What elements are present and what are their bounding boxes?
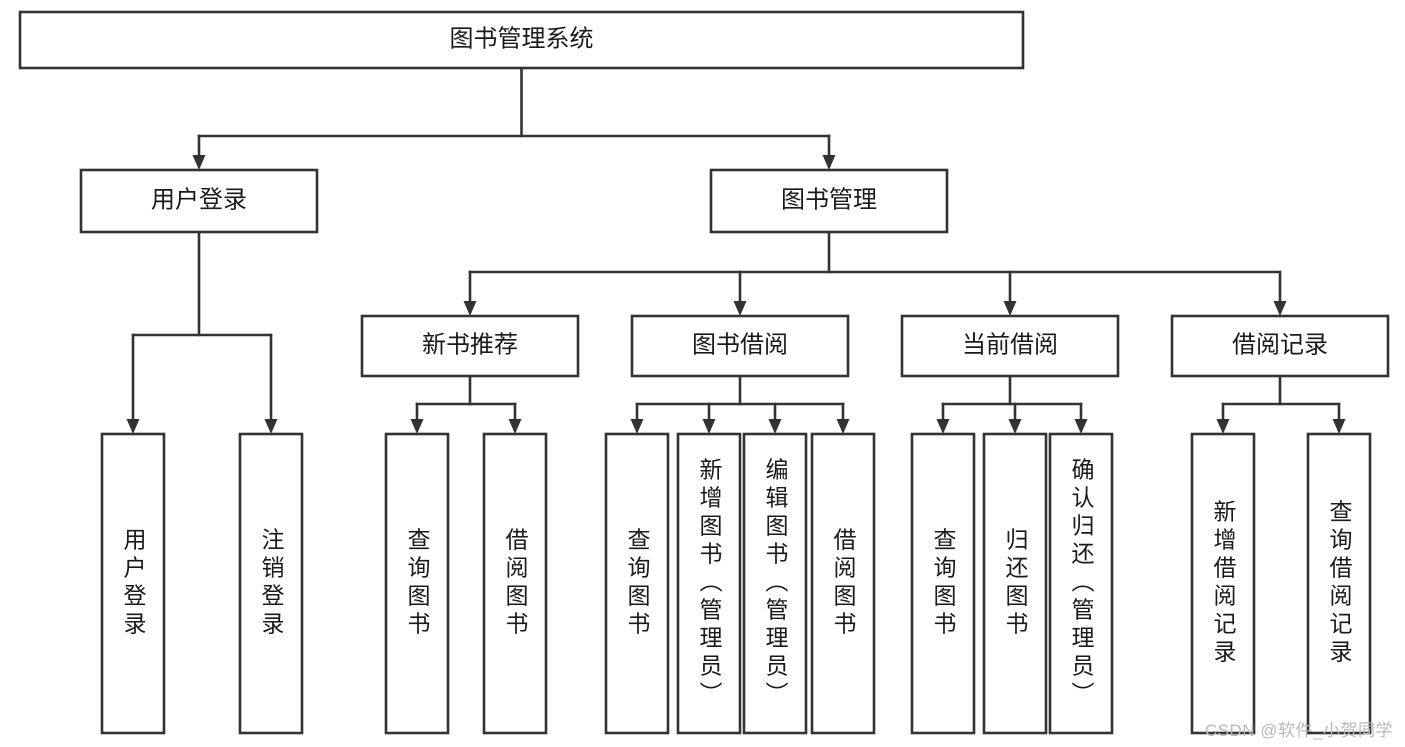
node-leaf_6[interactable]: 编辑图书（管理员）	[742, 432, 808, 735]
node-box	[360, 314, 580, 378]
node-l2_3[interactable]: 借阅记录	[1170, 314, 1390, 378]
node-l1_1[interactable]: 图书管理	[709, 168, 949, 234]
edge-group-l2_2	[936, 374, 1088, 434]
node-label: 借阅图书	[502, 528, 529, 640]
node-box	[1190, 432, 1256, 735]
node-leaf_3[interactable]: 借阅图书	[482, 432, 548, 735]
node-label: 查询图书	[404, 528, 431, 640]
node-leaf_1[interactable]: 注销登录	[238, 432, 304, 735]
arrow-head-icon	[126, 419, 140, 434]
node-label: 用户登录	[151, 186, 247, 213]
arrow-head-icon	[463, 301, 477, 316]
node-box	[79, 168, 319, 234]
edge-group-l1_1	[463, 230, 1287, 316]
node-label: 查询图书	[624, 528, 651, 640]
node-box	[676, 432, 742, 735]
node-leaf_9[interactable]: 归还图书	[982, 432, 1048, 735]
edge-layer	[126, 66, 1346, 434]
node-box	[742, 432, 808, 735]
arrow-head-icon	[1332, 419, 1346, 434]
node-leaf_8[interactable]: 查询图书	[910, 432, 976, 735]
node-l1_0[interactable]: 用户登录	[79, 168, 319, 234]
node-box	[482, 432, 548, 735]
node-box	[384, 432, 450, 735]
node-label: 查询图书	[930, 528, 957, 640]
node-l2_0[interactable]: 新书推荐	[360, 314, 580, 378]
arrow-head-icon	[702, 419, 716, 434]
arrow-head-icon	[192, 155, 206, 170]
arrow-head-icon	[1273, 301, 1287, 316]
node-leaf_2[interactable]: 查询图书	[384, 432, 450, 735]
node-label: 图书借阅	[692, 331, 788, 358]
node-root[interactable]: 图书管理系统	[18, 10, 1025, 70]
node-label: 图书管理	[781, 186, 877, 213]
arrow-head-icon	[264, 419, 278, 434]
node-box	[1306, 432, 1372, 735]
node-box	[100, 432, 166, 735]
node-leaf_7[interactable]: 借阅图书	[810, 432, 876, 735]
arrow-head-icon	[822, 155, 836, 170]
node-box	[604, 432, 670, 735]
node-l2_2[interactable]: 当前借阅	[900, 314, 1120, 378]
arrow-head-icon	[1074, 419, 1088, 434]
edge-group-l2_0	[410, 374, 522, 434]
edge-group-root	[192, 66, 836, 170]
node-leaf_0[interactable]: 用户登录	[100, 432, 166, 735]
arrow-head-icon	[410, 419, 424, 434]
node-label: 归还图书	[1002, 528, 1029, 640]
node-leaf_5[interactable]: 新增图书（管理员）	[676, 432, 742, 735]
node-leaf_12[interactable]: 查询借阅记录	[1306, 432, 1372, 735]
node-label: 编辑图书（管理员）	[762, 458, 789, 710]
arrow-head-icon	[1216, 419, 1230, 434]
node-box	[238, 432, 304, 735]
node-box	[709, 168, 949, 234]
node-label: 新增借阅记录	[1210, 500, 1237, 668]
node-label: 注销登录	[258, 528, 285, 640]
node-label: 新书推荐	[422, 331, 518, 358]
arrow-head-icon	[1008, 419, 1022, 434]
node-label: 当前借阅	[962, 331, 1058, 358]
node-label: 确认归还（管理员）	[1068, 458, 1095, 710]
arrow-head-icon	[733, 301, 747, 316]
node-box	[982, 432, 1048, 735]
edge-group-l2_3	[1216, 374, 1346, 434]
node-box	[900, 314, 1120, 378]
node-box	[810, 432, 876, 735]
node-label: 借阅记录	[1232, 331, 1328, 358]
node-l2_1[interactable]: 图书借阅	[630, 314, 850, 378]
node-box	[1170, 314, 1390, 378]
node-box	[630, 314, 850, 378]
node-leaf_11[interactable]: 新增借阅记录	[1190, 432, 1256, 735]
arrow-head-icon	[836, 419, 850, 434]
node-layer: 图书管理系统用户登录图书管理新书推荐图书借阅当前借阅借阅记录用户登录注销登录查询…	[18, 10, 1390, 735]
node-box	[1048, 432, 1114, 735]
node-label: 新增图书（管理员）	[696, 458, 723, 710]
node-leaf_10[interactable]: 确认归还（管理员）	[1048, 432, 1114, 735]
arrow-head-icon	[508, 419, 522, 434]
arrow-head-icon	[630, 419, 644, 434]
edge-group-l2_1	[630, 374, 850, 434]
node-leaf_4[interactable]: 查询图书	[604, 432, 670, 735]
node-label: 用户登录	[120, 528, 147, 640]
arrow-head-icon	[936, 419, 950, 434]
node-label: 借阅图书	[830, 528, 857, 640]
edge-group-l1_0	[126, 230, 278, 434]
node-box	[18, 10, 1025, 70]
node-box	[910, 432, 976, 735]
node-label: 图书管理系统	[450, 25, 594, 52]
node-label: 查询借阅记录	[1326, 500, 1353, 668]
arrow-head-icon	[1003, 301, 1017, 316]
arrow-head-icon	[768, 419, 782, 434]
